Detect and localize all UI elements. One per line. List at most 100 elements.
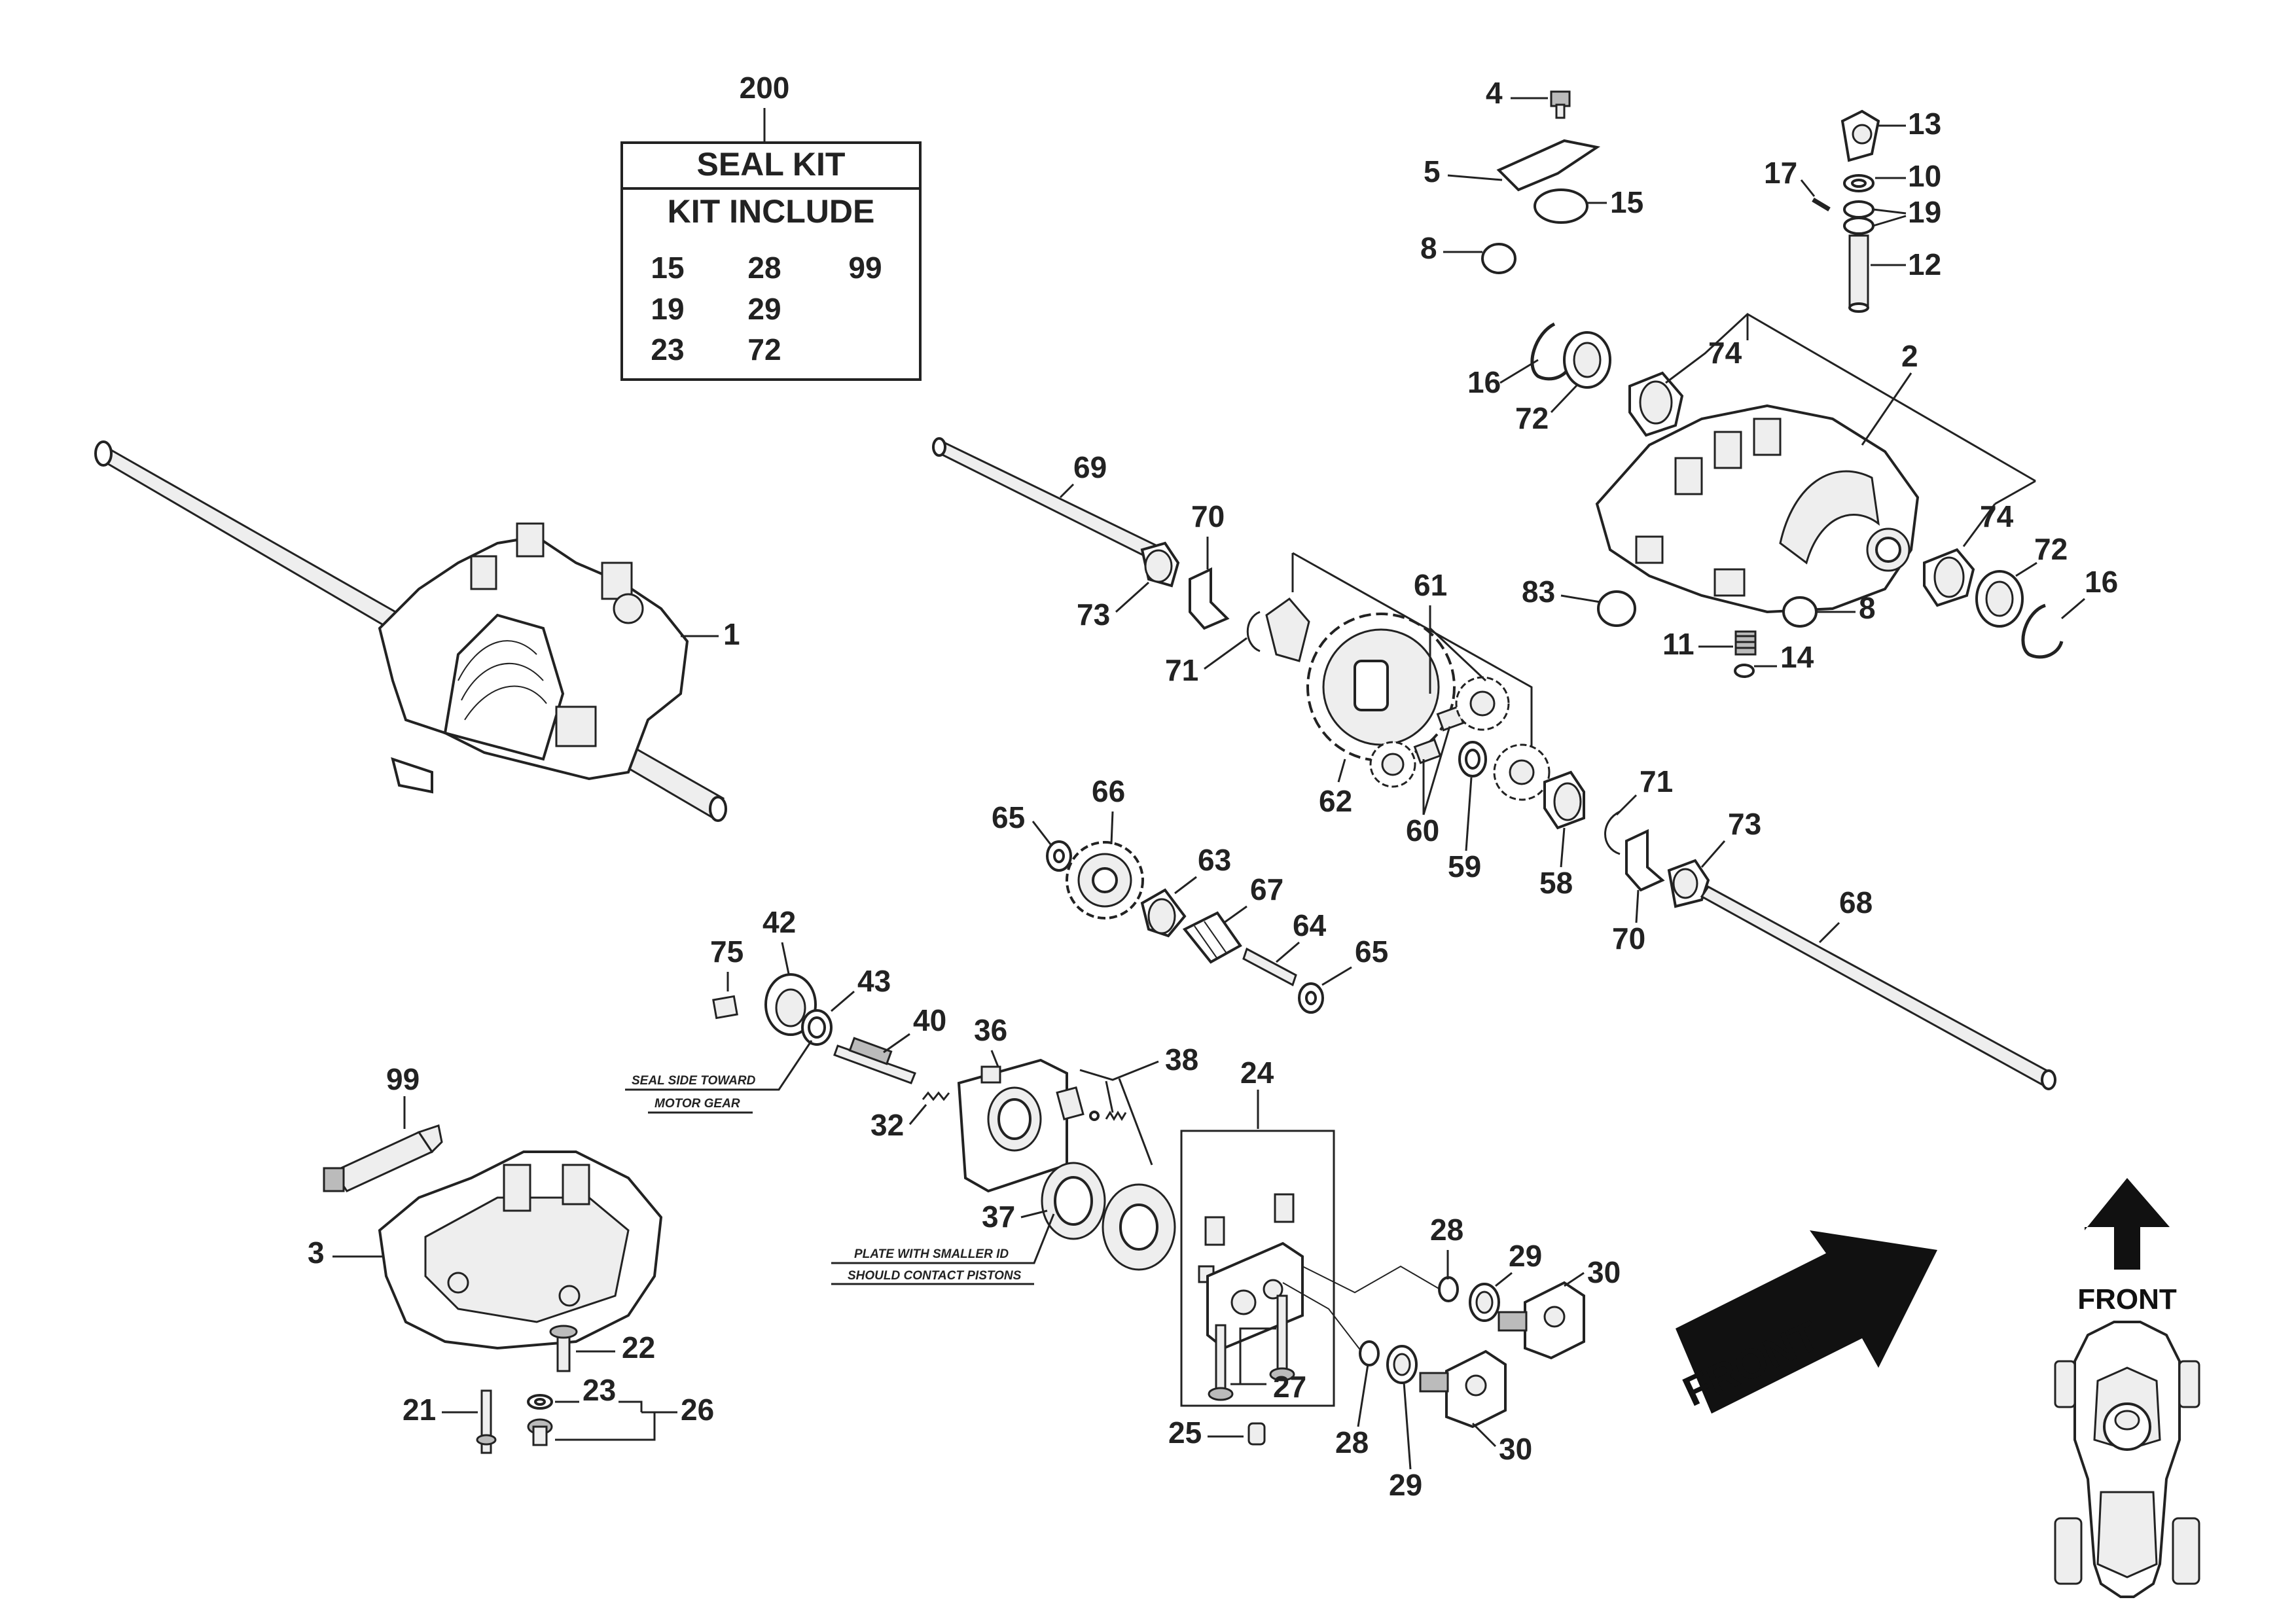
callout-72: 72	[2034, 532, 2068, 566]
callout-40: 40	[913, 1003, 946, 1037]
seal-kit-item: 15	[651, 251, 684, 285]
callout-38: 38	[1165, 1043, 1198, 1077]
spring-11	[1734, 630, 1757, 656]
seal-kit-subtitle: KIT INCLUDE	[668, 193, 875, 230]
callout-5: 5	[1424, 154, 1441, 188]
callout-70: 70	[1612, 921, 1645, 955]
washer-23	[527, 1394, 553, 1410]
callout-15: 15	[1610, 185, 1643, 219]
front-arrow-diagonal: FRONT	[1676, 1230, 1937, 1416]
callout-14: 14	[1780, 640, 1814, 674]
callout-22: 22	[622, 1330, 655, 1364]
screw-26	[527, 1418, 553, 1446]
seal-kit-title: SEAL KIT	[697, 146, 846, 183]
callout-1: 1	[723, 617, 740, 651]
retaining-ring-16-lower	[2021, 603, 2064, 659]
bracket-5	[1496, 139, 1601, 192]
pinion-gear-small	[1369, 741, 1416, 788]
callout-23: 23	[583, 1373, 616, 1407]
seal-kit-item: 72	[747, 332, 781, 366]
gear-66	[1066, 841, 1144, 919]
seal-72-upper	[1563, 331, 1611, 389]
sealant-tube	[323, 1124, 443, 1192]
fitting-30-upper	[1498, 1281, 1585, 1360]
callout-27: 27	[1273, 1370, 1306, 1404]
callout-73: 73	[1077, 597, 1110, 632]
seal-kit-item: 19	[651, 292, 684, 326]
seal-kit-number: 200	[740, 71, 790, 105]
axle-shaft-69	[932, 437, 1160, 562]
callout-63: 63	[1198, 843, 1231, 877]
bushing-73-left	[1140, 541, 1180, 588]
callout-43: 43	[857, 964, 891, 998]
callout-32: 32	[870, 1108, 904, 1142]
note-plate-line1: PLATE WITH SMALLER ID	[854, 1247, 1009, 1261]
lower-housing	[378, 1150, 663, 1350]
seal-43	[801, 1009, 833, 1046]
callout-25: 25	[1168, 1416, 1202, 1450]
thrust-plate-37	[1041, 1162, 1176, 1271]
upper-housing-2	[1595, 404, 1920, 614]
callout-11: 11	[1662, 627, 1695, 661]
bearing-58	[1543, 770, 1585, 830]
callout-70: 70	[1191, 499, 1225, 533]
callout-16: 16	[1467, 365, 1501, 399]
callout-2: 2	[1901, 339, 1918, 373]
shaft-40	[833, 1037, 916, 1084]
bearing-74-upper	[1628, 371, 1684, 437]
callout-61: 61	[1414, 568, 1447, 602]
callout-58: 58	[1539, 866, 1573, 900]
orings-19	[1843, 200, 1874, 235]
retaining-ring-71-right	[1604, 810, 1621, 855]
callout-28: 28	[1430, 1213, 1463, 1247]
ball-14	[1734, 664, 1755, 678]
callout-28: 28	[1335, 1425, 1369, 1459]
shim-70-right	[1625, 829, 1665, 892]
callout-42: 42	[762, 905, 796, 939]
callout-12: 12	[1908, 247, 1941, 281]
note-seal-side-line1: SEAL SIDE TOWARD	[632, 1074, 756, 1088]
callout-8: 8	[1859, 591, 1876, 625]
washer-10	[1843, 174, 1874, 192]
tractor-top-view	[2054, 1321, 2200, 1598]
pinion-67	[1182, 911, 1242, 964]
callout-17: 17	[1764, 156, 1797, 190]
seal-29-upper	[1469, 1283, 1500, 1322]
callout-75: 75	[710, 935, 744, 969]
callout-3: 3	[308, 1236, 325, 1270]
callout-73: 73	[1728, 807, 1761, 841]
callout-29: 29	[1389, 1468, 1422, 1502]
oring-28-upper	[1438, 1276, 1459, 1302]
callout-64: 64	[1293, 908, 1327, 942]
transaxle-assembly	[94, 440, 727, 822]
pinion-gear-61	[1455, 676, 1510, 731]
callout-21: 21	[403, 1393, 436, 1427]
bolt-4	[1550, 90, 1571, 119]
callout-69: 69	[1073, 450, 1107, 484]
spring-32	[922, 1091, 950, 1101]
seal-kit-box: 200 SEAL KIT KIT INCLUDE 15 28 99 19 29 …	[620, 71, 922, 381]
callout-65: 65	[1355, 935, 1388, 969]
callout-83: 83	[1522, 575, 1555, 609]
callout-19: 19	[1908, 195, 1941, 229]
ring-gear-62	[1306, 613, 1456, 762]
axle-shaft-68	[1700, 885, 2056, 1090]
seal-kit-item: 99	[848, 251, 882, 285]
note-plate-line2: SHOULD CONTACT PISTONS	[848, 1269, 1022, 1283]
pistons-38	[1056, 1086, 1127, 1121]
lever-13	[1840, 109, 1880, 162]
seal-72-lower	[1975, 570, 2024, 628]
key-75	[712, 995, 738, 1020]
plug-83	[1597, 590, 1636, 627]
callout-37: 37	[982, 1200, 1015, 1234]
callout-36: 36	[974, 1013, 1007, 1047]
fitting-30-lower	[1419, 1349, 1507, 1429]
callout-30: 30	[1499, 1432, 1532, 1466]
callout-26: 26	[681, 1393, 714, 1427]
callout-65: 65	[992, 800, 1025, 834]
callout-4: 4	[1486, 76, 1503, 110]
front-arrow-vertical: FRONT	[2077, 1178, 2177, 1315]
screw-21	[476, 1389, 497, 1454]
note-seal-side-line2: MOTOR GEAR	[655, 1097, 740, 1111]
